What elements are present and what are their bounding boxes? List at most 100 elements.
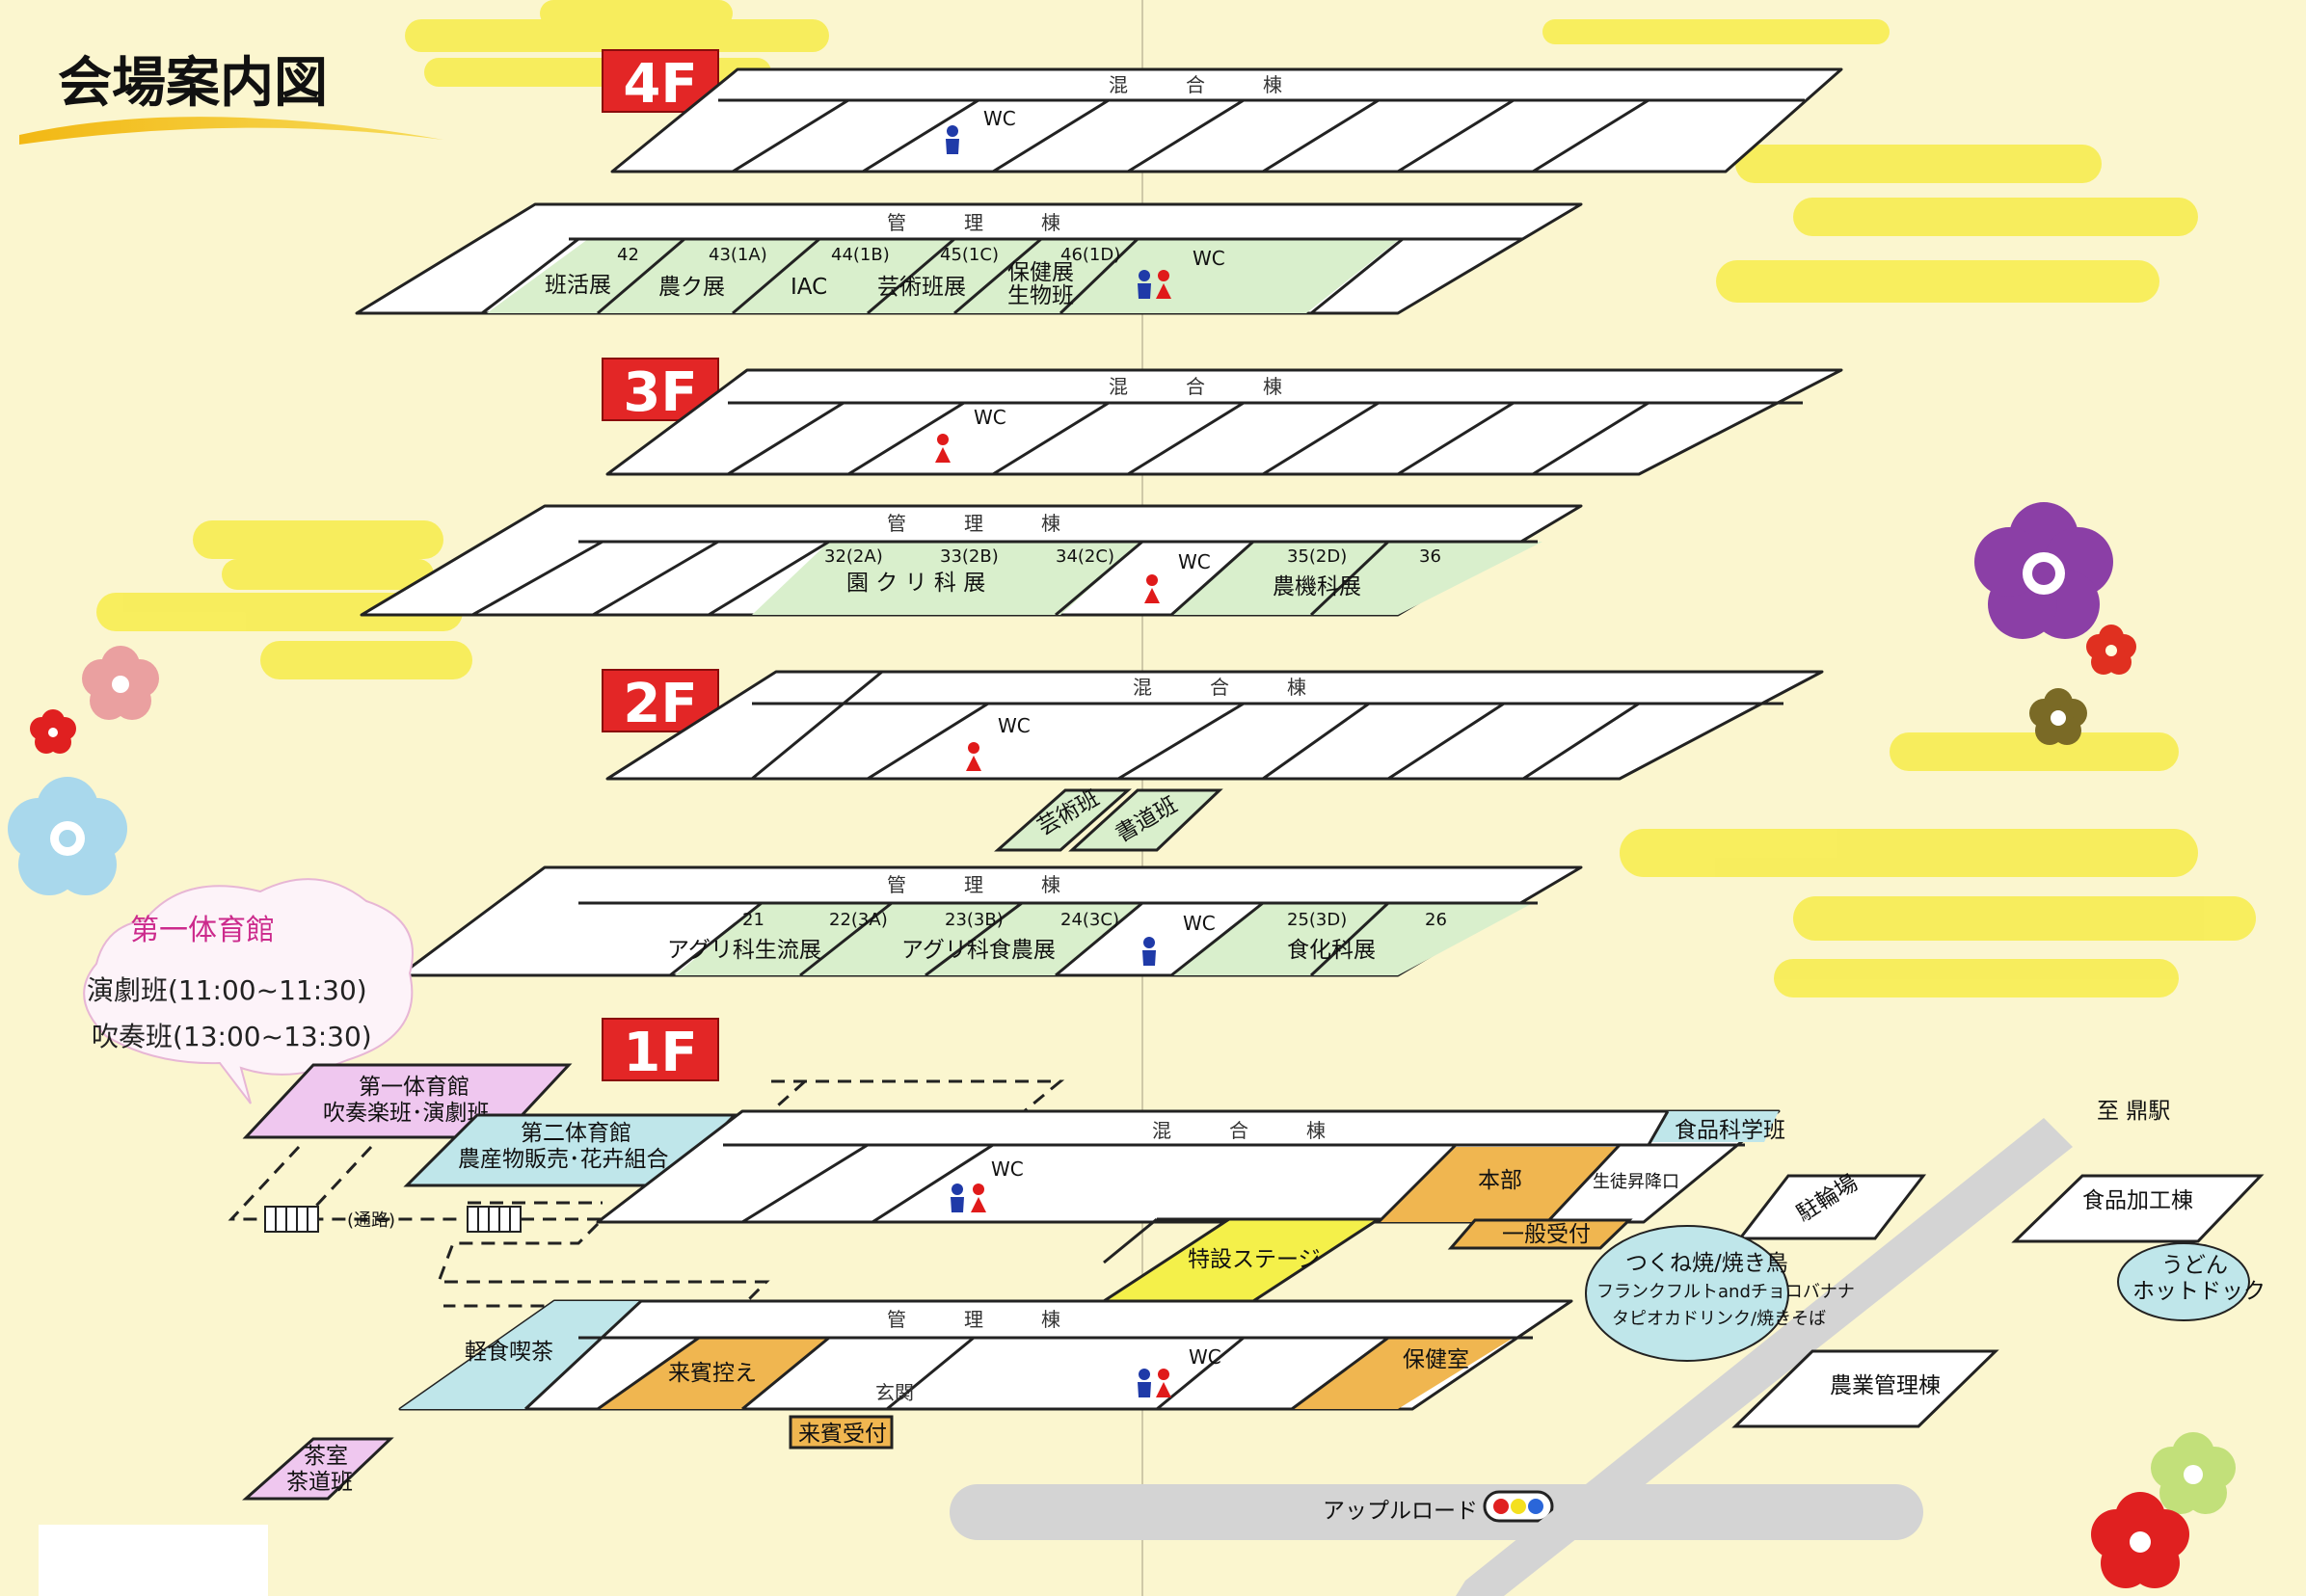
svg-text:21: 21 — [742, 910, 764, 930]
food-processing-building: 食品加工棟 — [2011, 1174, 2265, 1243]
food-stalls: つくね焼/焼き鳥 フランクフルトandチョコバナナ タピオカドリンク/焼きそば — [1585, 1225, 1855, 1362]
svg-text:34(2C): 34(2C) — [1056, 546, 1114, 567]
title-area: 会場案内図 — [19, 52, 443, 145]
special-stage: 特設ステージ — [1098, 1217, 1384, 1303]
svg-text:35(2D): 35(2D) — [1287, 546, 1347, 567]
svg-text:アグリ科生流展: アグリ科生流展 — [667, 938, 821, 963]
svg-text:つくね焼/焼き鳥: つくね焼/焼き鳥 — [1625, 1251, 1788, 1276]
flower-icon-blue — [8, 777, 127, 895]
floor-badge-4f: 4F — [602, 49, 719, 116]
svg-text:特設ステージ: 特設ステージ — [1188, 1247, 1321, 1272]
svg-text:生物班: 生物班 — [1007, 283, 1074, 308]
svg-text:WC: WC — [998, 714, 1031, 737]
flower-icon-purple — [1974, 502, 2113, 639]
farm-management-building: 農業管理棟 — [1731, 1349, 1999, 1428]
svg-text:タピオカドリンク/焼きそば: タピオカドリンク/焼きそば — [1612, 1309, 1826, 1329]
flower-icon-pink — [82, 646, 159, 720]
stairs-icon — [264, 1206, 522, 1233]
cloud-decoration-right — [1620, 145, 2256, 998]
svg-text:フランクフルトandチョコバナナ: フランクフルトandチョコバナナ — [1596, 1282, 1855, 1302]
svg-text:混 合 棟: 混 合 棟 — [1109, 375, 1282, 398]
svg-text:混 合 棟: 混 合 棟 — [1109, 73, 1282, 96]
svg-text:茶道班: 茶道班 — [286, 1470, 353, 1495]
svg-text:来賓受付: 来賓受付 — [798, 1422, 887, 1447]
svg-text:44(1B): 44(1B) — [831, 245, 890, 265]
floor-2f-mixed-building: 混 合 棟 WC — [605, 670, 1824, 781]
floor-1f-mixed-building: 混 合 棟 食品科学班 本部 生徒昇降口 WC — [596, 1109, 1785, 1224]
floor-badge-1f: 1F — [602, 1018, 719, 1084]
svg-text:26: 26 — [1425, 910, 1447, 930]
floor-4f-admin-building: 管 理 棟 42 43(1A) 44(1B) 45(1C) 46(1D) 班活展… — [355, 202, 1583, 315]
svg-text:2F: 2F — [623, 673, 697, 735]
svg-text:第一体育館: 第一体育館 — [359, 1075, 469, 1100]
svg-text:管 理 棟: 管 理 棟 — [887, 512, 1060, 535]
svg-text:茶室: 茶室 — [304, 1444, 348, 1469]
svg-text:43(1A): 43(1A) — [709, 245, 767, 265]
svg-text:吹奏楽班･演劇班: 吹奏楽班･演劇班 — [323, 1101, 490, 1126]
gym-bubble-line1: 演劇班(11:00~11:30) — [87, 974, 367, 1006]
flower-icon-green — [2151, 1432, 2236, 1514]
svg-text:芸術班展: 芸術班展 — [877, 275, 966, 300]
svg-text:3F: 3F — [623, 361, 697, 424]
svg-text:42: 42 — [617, 245, 639, 265]
food-science-label: 食品科学班 — [1675, 1118, 1785, 1143]
svg-text:IAC: IAC — [791, 275, 827, 300]
svg-text:食品加工棟: 食品加工棟 — [2082, 1188, 2193, 1213]
svg-text:ホットドック: ホットドック — [2132, 1279, 2266, 1304]
cafe-label: 軽食喫茶 — [465, 1340, 553, 1365]
svg-text:45(1C): 45(1C) — [940, 245, 999, 265]
svg-text:食化科展: 食化科展 — [1287, 938, 1376, 963]
svg-text:WC: WC — [1178, 550, 1211, 573]
svg-text:WC: WC — [1189, 1345, 1221, 1369]
mens-restroom-icon — [1138, 1369, 1151, 1397]
svg-text:アップルロード: アップルロード — [1323, 1499, 1478, 1524]
floor-4f-mixed-building: 混 合 棟 WC — [610, 67, 1843, 173]
svg-text:22(3A): 22(3A) — [829, 910, 888, 930]
svg-text:混 合 棟: 混 合 棟 — [1152, 1119, 1326, 1142]
svg-text:36: 36 — [1419, 546, 1441, 567]
page-title: 会場案内図 — [58, 52, 328, 115]
cloud-decoration-left — [96, 520, 472, 679]
guest-waiting-label: 来賓控え — [668, 1361, 757, 1386]
svg-text:WC: WC — [1183, 912, 1216, 935]
floor-3f-mixed-building: 混 合 棟 WC — [605, 368, 1843, 476]
svg-text:農ク展: 農ク展 — [658, 275, 725, 300]
svg-text:第二体育館: 第二体育館 — [521, 1121, 631, 1146]
udon-stall: うどん ホットドック — [2117, 1242, 2266, 1321]
svg-text:保健展: 保健展 — [1007, 260, 1074, 285]
general-reception: 一般受付 — [1447, 1218, 1633, 1250]
flower-icon-red-bottom — [2091, 1492, 2189, 1588]
svg-text:玄関: 玄関 — [875, 1381, 914, 1404]
floor-2f-admin-building: 管 理 棟 21 22(3A) 23(3B) 24(3C) 25(3D) 26 … — [398, 865, 1583, 977]
svg-text:WC: WC — [991, 1157, 1024, 1181]
svg-text:農産物販売･花卉組合: 農産物販売･花卉組合 — [458, 1147, 669, 1172]
svg-text:33(2B): 33(2B) — [940, 546, 999, 567]
flower-icon-red-left — [30, 709, 76, 754]
svg-text:一般受付: 一般受付 — [1502, 1222, 1591, 1247]
blank-area — [39, 1525, 268, 1596]
svg-text:農業管理棟: 農業管理棟 — [1830, 1373, 1941, 1398]
flower-icon-red — [2086, 625, 2136, 675]
flower-icon-olive — [2029, 688, 2087, 745]
apple-road: アップルロード — [950, 1484, 1923, 1540]
svg-text:アグリ科食農展: アグリ科食農展 — [901, 938, 1056, 963]
infirmary-label: 保健室 — [1403, 1347, 1469, 1372]
floor-badge-2f: 2F — [602, 669, 719, 735]
floor-2f-bridges: 芸術班 書道班 — [994, 785, 1223, 852]
svg-text:農機科展: 農機科展 — [1273, 574, 1361, 599]
svg-text:WC: WC — [1193, 247, 1225, 270]
svg-text:24(3C): 24(3C) — [1060, 910, 1119, 930]
svg-text:うどん: うどん — [2161, 1253, 2228, 1278]
mens-restroom-icon — [1138, 270, 1151, 299]
mens-restroom-icon — [1142, 937, 1156, 966]
svg-text:46(1D): 46(1D) — [1060, 245, 1120, 265]
svg-text:25(3D): 25(3D) — [1287, 910, 1347, 930]
gym-schedule-bubble: 第一体育館 演劇班(11:00~11:30) 吹奏班(13:00~13:30) — [83, 878, 414, 1104]
svg-text:混 合 棟: 混 合 棟 — [1133, 676, 1306, 699]
svg-text:32(2A): 32(2A) — [824, 546, 883, 567]
tea-room: 茶室 茶道班 — [242, 1437, 394, 1501]
floor-1f-admin-building: 管 理 棟 軽食喫茶 来賓控え 玄関 保健室 WC — [398, 1299, 1573, 1411]
gym-bubble-title: 第一体育館 — [130, 914, 275, 947]
svg-text:生徒昇降口: 生徒昇降口 — [1593, 1172, 1679, 1192]
